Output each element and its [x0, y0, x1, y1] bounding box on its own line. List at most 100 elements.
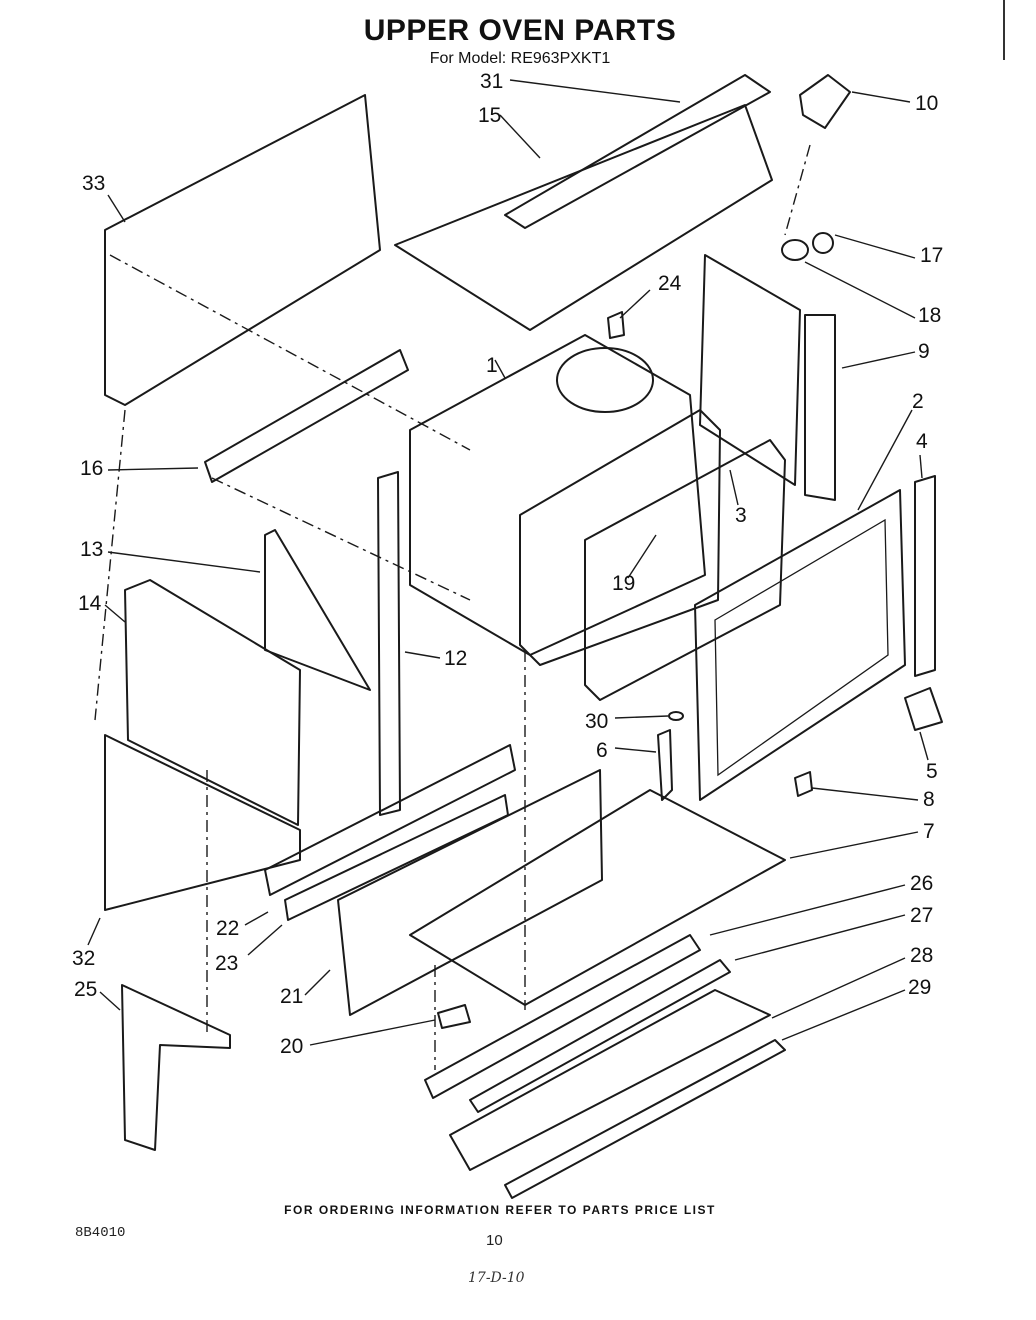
leader-10 — [851, 91, 911, 103]
callout-label-10: 10 — [915, 92, 938, 115]
callout-label-28: 28 — [910, 944, 933, 967]
leader-2 — [857, 409, 913, 511]
leader-8 — [811, 787, 919, 801]
leader-27 — [734, 914, 906, 961]
leader-14 — [104, 604, 126, 623]
part-9-side-panel — [699, 254, 801, 486]
leader-9 — [841, 351, 916, 369]
leader-24 — [619, 289, 651, 319]
callout-label-20: 20 — [280, 1035, 303, 1058]
part-9-channel — [804, 314, 836, 501]
alignment-lines — [94, 144, 811, 1070]
leader-22 — [244, 911, 269, 926]
part-22-rail — [264, 744, 516, 896]
page-number: 10 — [486, 1232, 503, 1249]
part-33-back-panel — [104, 94, 381, 406]
alignment-line — [784, 144, 811, 236]
part-4-trim-strip — [914, 475, 936, 677]
leader-4 — [919, 454, 923, 479]
leader-17 — [834, 234, 916, 259]
leader-26 — [709, 884, 906, 936]
part-7-bottom-panel — [409, 789, 786, 1006]
part-15-top-panel — [394, 104, 773, 331]
leader-20 — [309, 1019, 436, 1046]
callout-label-12: 12 — [444, 647, 467, 670]
part-19-inner-frame — [584, 439, 786, 701]
part-13-bracket — [264, 529, 371, 691]
leader-1 — [494, 359, 506, 379]
callout-label-21: 21 — [280, 985, 303, 1008]
alignment-line — [109, 254, 471, 451]
callout-label-8: 8 — [923, 788, 935, 811]
part-26-element-shield — [424, 934, 701, 1099]
leader-25 — [99, 991, 121, 1011]
part-32-side-panel — [104, 734, 301, 911]
callout-label-18: 18 — [918, 304, 941, 327]
part-30-washer — [668, 711, 684, 721]
part-18-bulb — [781, 239, 809, 261]
page-title: UPPER OVEN PARTS — [363, 14, 677, 47]
handwritten-note: 17-D-10 — [468, 1270, 525, 1286]
leader-23 — [247, 924, 283, 956]
leader-19 — [627, 534, 657, 579]
part-28-reflector — [449, 989, 771, 1171]
callout-label-6: 6 — [596, 739, 608, 762]
part-10-bracket — [799, 74, 851, 129]
page-edge-mark — [1003, 0, 1005, 60]
part-25-bracket — [121, 984, 231, 1151]
leader-28 — [771, 957, 906, 1019]
callout-leaders — [87, 79, 929, 1046]
part-8-connector — [794, 771, 813, 797]
callout-label-27: 27 — [910, 904, 933, 927]
drawing-code: 8B4010 — [75, 1225, 126, 1241]
callout-label-16: 16 — [80, 457, 103, 480]
callout-label-26: 26 — [910, 872, 933, 895]
leader-15 — [499, 114, 541, 159]
callout-label-2: 2 — [912, 390, 924, 413]
part-6-hinge — [657, 729, 673, 801]
part-14-side-panel — [124, 579, 301, 826]
leader-7 — [789, 831, 919, 859]
part-1-oven-liner — [409, 334, 706, 656]
part-1-vent-opening — [556, 347, 654, 413]
leader-13 — [107, 551, 261, 573]
callout-label-22: 22 — [216, 917, 239, 940]
part-24-clip — [607, 311, 625, 339]
leader-33 — [107, 194, 126, 223]
callout-label-23: 23 — [215, 952, 238, 975]
callout-label-33: 33 — [82, 172, 105, 195]
callout-label-1: 1 — [486, 354, 498, 377]
callout-label-5: 5 — [926, 760, 938, 783]
part-21-front-panel — [337, 769, 603, 1016]
ordering-note: FOR ORDERING INFORMATION REFER TO PARTS … — [284, 1203, 716, 1217]
part-2-front-frame — [694, 489, 906, 801]
callout-label-31: 31 — [480, 70, 503, 93]
leader-3 — [729, 469, 739, 506]
part-31-top-strip — [504, 74, 771, 229]
callout-label-29: 29 — [908, 976, 931, 999]
alignment-line — [94, 409, 126, 721]
part-5-bracket — [904, 687, 943, 731]
callout-label-3: 3 — [735, 504, 747, 527]
part-2-window-opening — [714, 518, 889, 777]
callout-label-19: 19 — [612, 572, 635, 595]
part-17-socket — [812, 232, 834, 254]
part-23-rail — [284, 794, 509, 921]
callout-label-14: 14 — [78, 592, 102, 615]
callout-label-30: 30 — [585, 710, 608, 733]
leader-31 — [509, 79, 681, 103]
alignment-line — [211, 477, 471, 601]
callout-label-9: 9 — [918, 340, 930, 363]
leader-21 — [304, 969, 331, 996]
leader-30 — [614, 715, 669, 719]
callout-label-7: 7 — [923, 820, 935, 843]
part-12-channel — [377, 471, 401, 816]
leader-16 — [107, 467, 199, 471]
leader-6 — [614, 747, 657, 753]
leader-32 — [87, 917, 101, 946]
part-27-tube — [469, 959, 731, 1113]
callout-label-32: 32 — [72, 947, 95, 970]
callout-label-25: 25 — [74, 978, 97, 1001]
